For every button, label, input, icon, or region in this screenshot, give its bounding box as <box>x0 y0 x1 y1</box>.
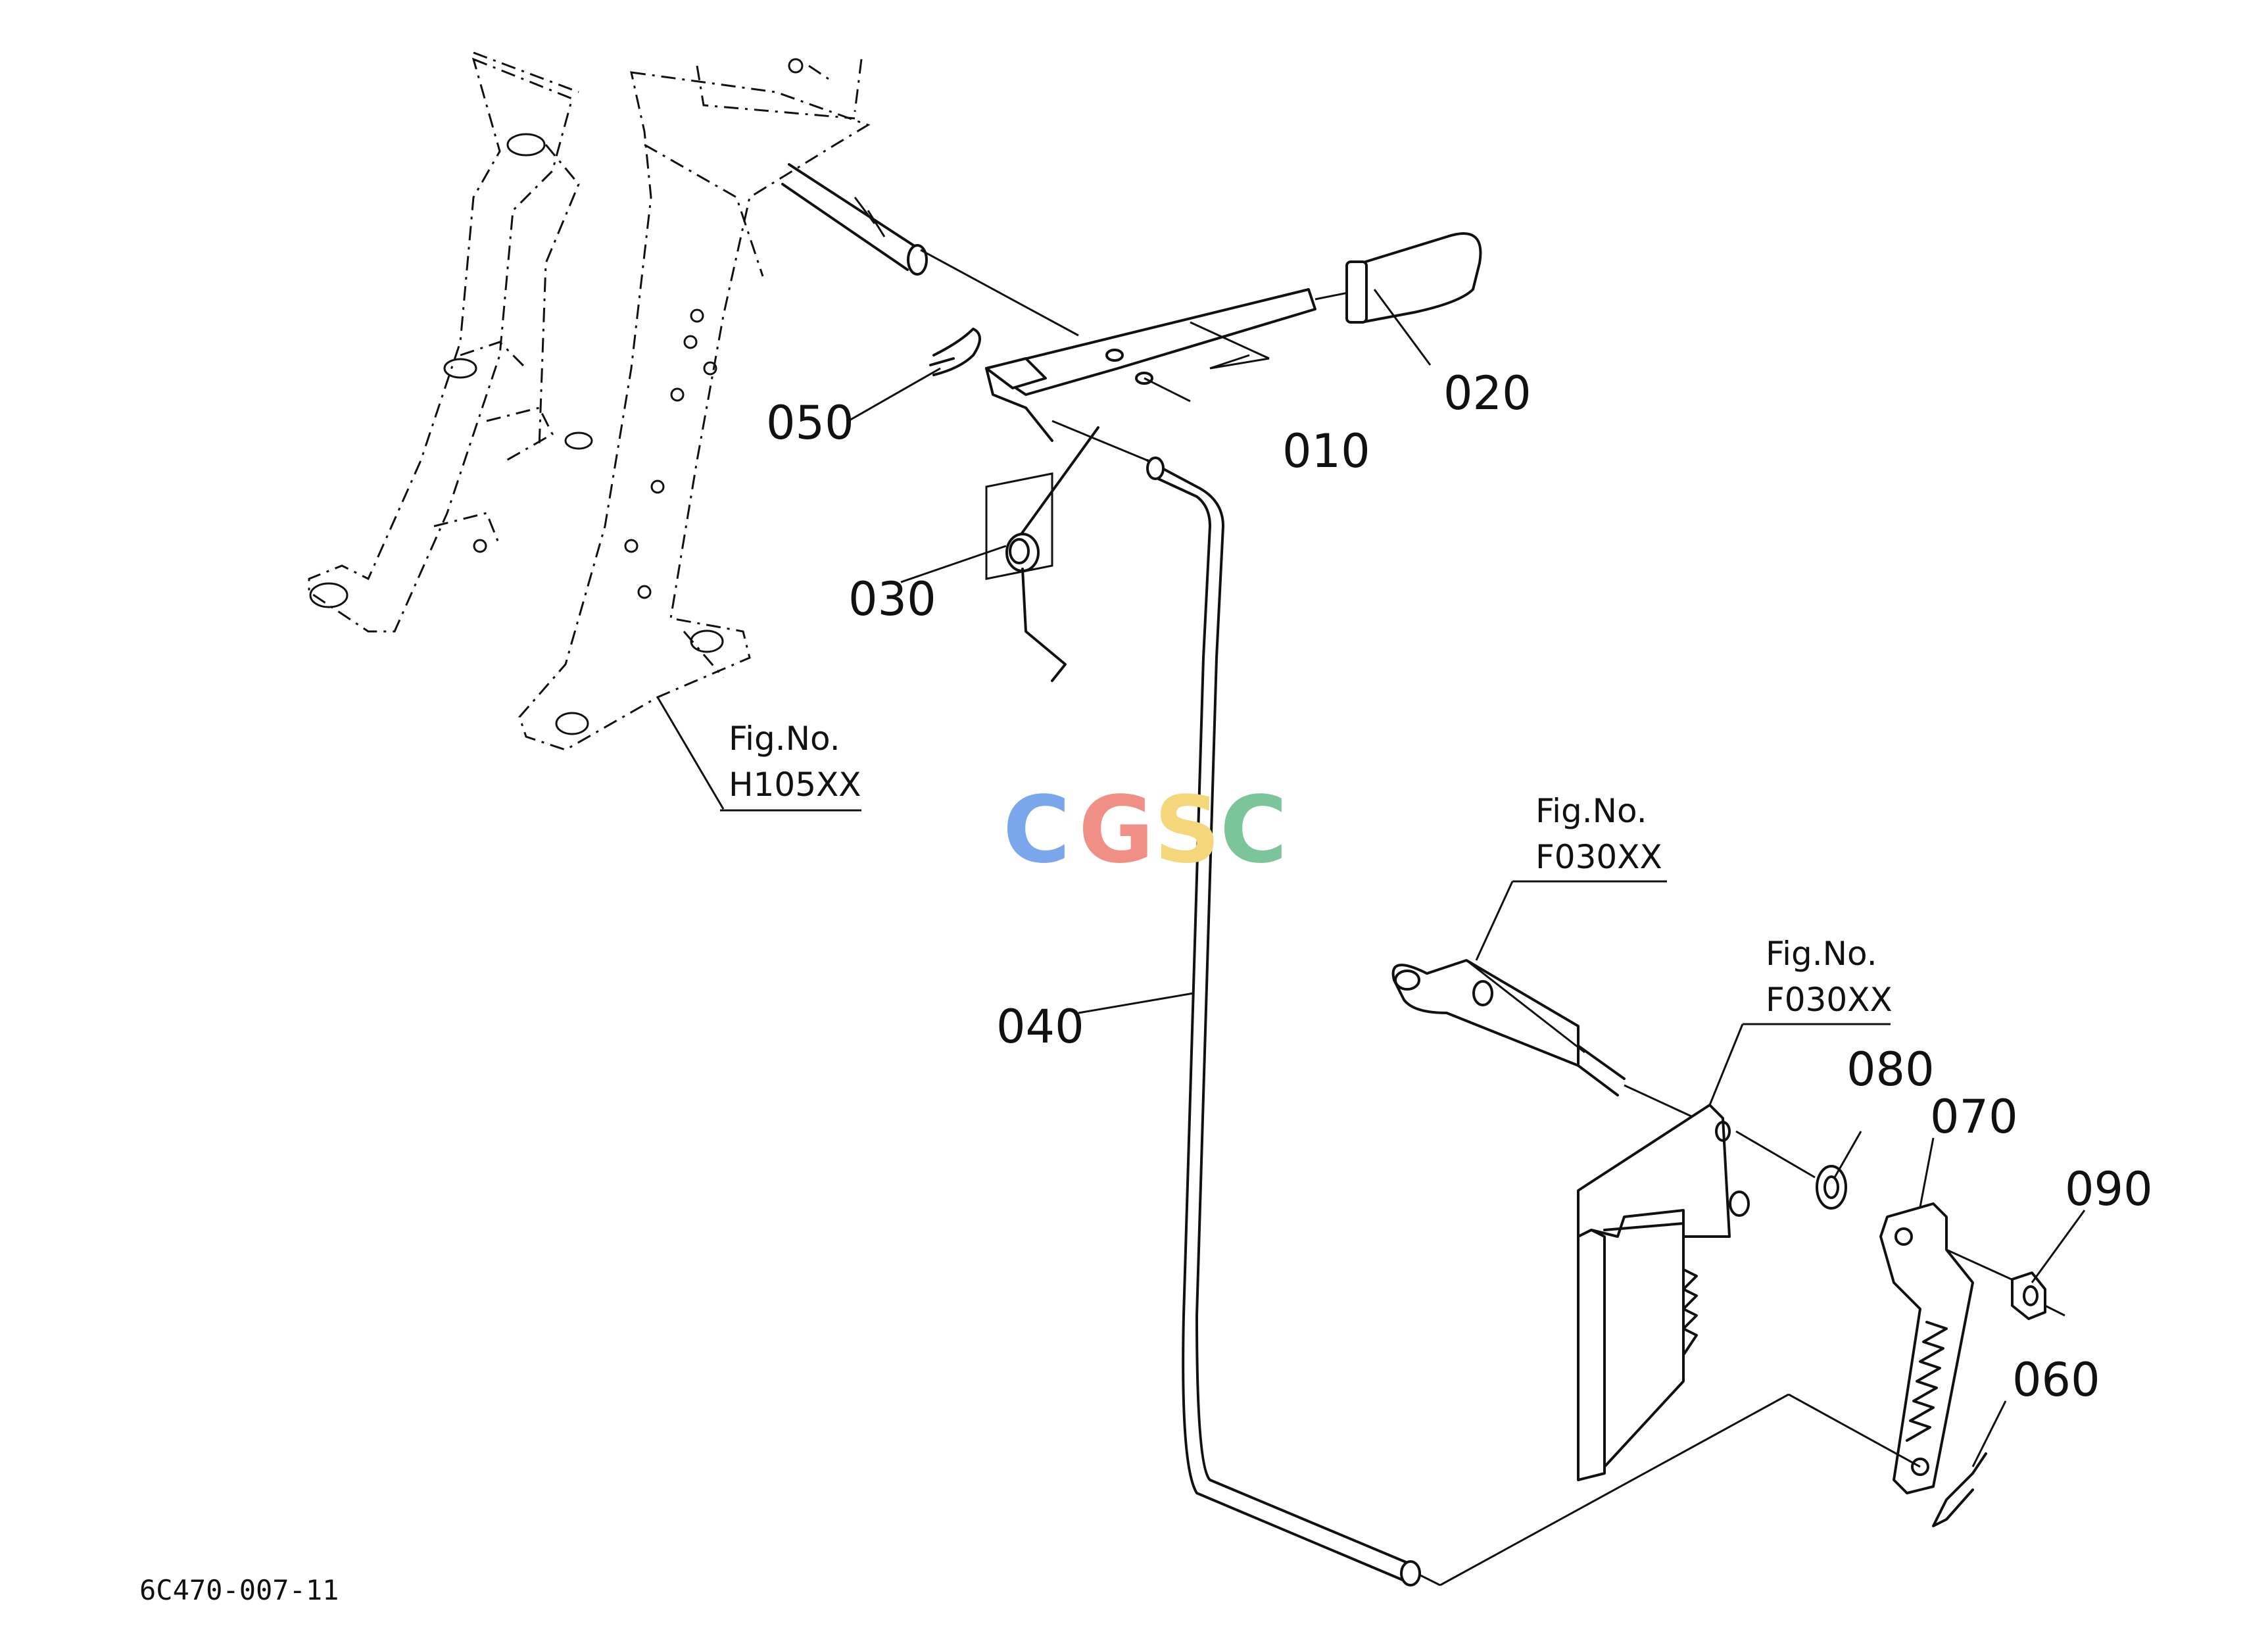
clip <box>929 328 981 376</box>
callout-010: 010 <box>1282 424 1370 478</box>
pivot-shaft <box>781 163 1079 337</box>
callout-080: 080 <box>1846 1043 1935 1096</box>
callout-040: 040 <box>996 1000 1084 1054</box>
watermark-logo: C G S C <box>1003 777 1288 884</box>
lever-grip <box>1345 232 1482 324</box>
fig-ref-f030xx-upper-number: F030XX <box>1535 838 1662 876</box>
callout-020: 020 <box>1443 366 1532 420</box>
leader-lines <box>656 289 2086 1467</box>
split-pin <box>1788 1393 1987 1527</box>
watermark-letter-2: G <box>1078 777 1154 884</box>
fig-ref-f030xx-lower-number: F030XX <box>1766 981 1893 1019</box>
washer <box>1735 1130 1847 1210</box>
watermark-letter-3: S <box>1154 777 1220 884</box>
link-line <box>1439 1393 1789 1586</box>
fig-ref-h105xx-number: H105XX <box>729 766 861 804</box>
fig-ref-f030xx-upper-label: Fig.No. <box>1535 792 1647 830</box>
watermark-letter-1: C <box>1003 777 1071 884</box>
callout-090: 090 <box>2065 1162 2153 1216</box>
ratchet-plate <box>1879 1202 2019 1494</box>
fig-ref-h105xx-label: Fig.No. <box>729 720 840 758</box>
callout-060: 060 <box>2012 1353 2100 1407</box>
torsion-spring <box>985 426 1099 682</box>
nut <box>2011 1271 2065 1320</box>
lower-bracket <box>1391 959 1750 1481</box>
callout-050: 050 <box>766 396 854 450</box>
control-rod <box>1051 420 1441 1586</box>
lever-arm <box>985 288 1349 442</box>
frame-phantom <box>308 51 871 751</box>
watermark-letter-4: C <box>1220 777 1288 884</box>
callout-030: 030 <box>848 572 936 626</box>
drawing-id: 6C470-007-11 <box>139 1574 339 1606</box>
fig-ref-f030xx-lower-label: Fig.No. <box>1766 935 1877 973</box>
callout-070: 070 <box>1930 1090 2018 1144</box>
